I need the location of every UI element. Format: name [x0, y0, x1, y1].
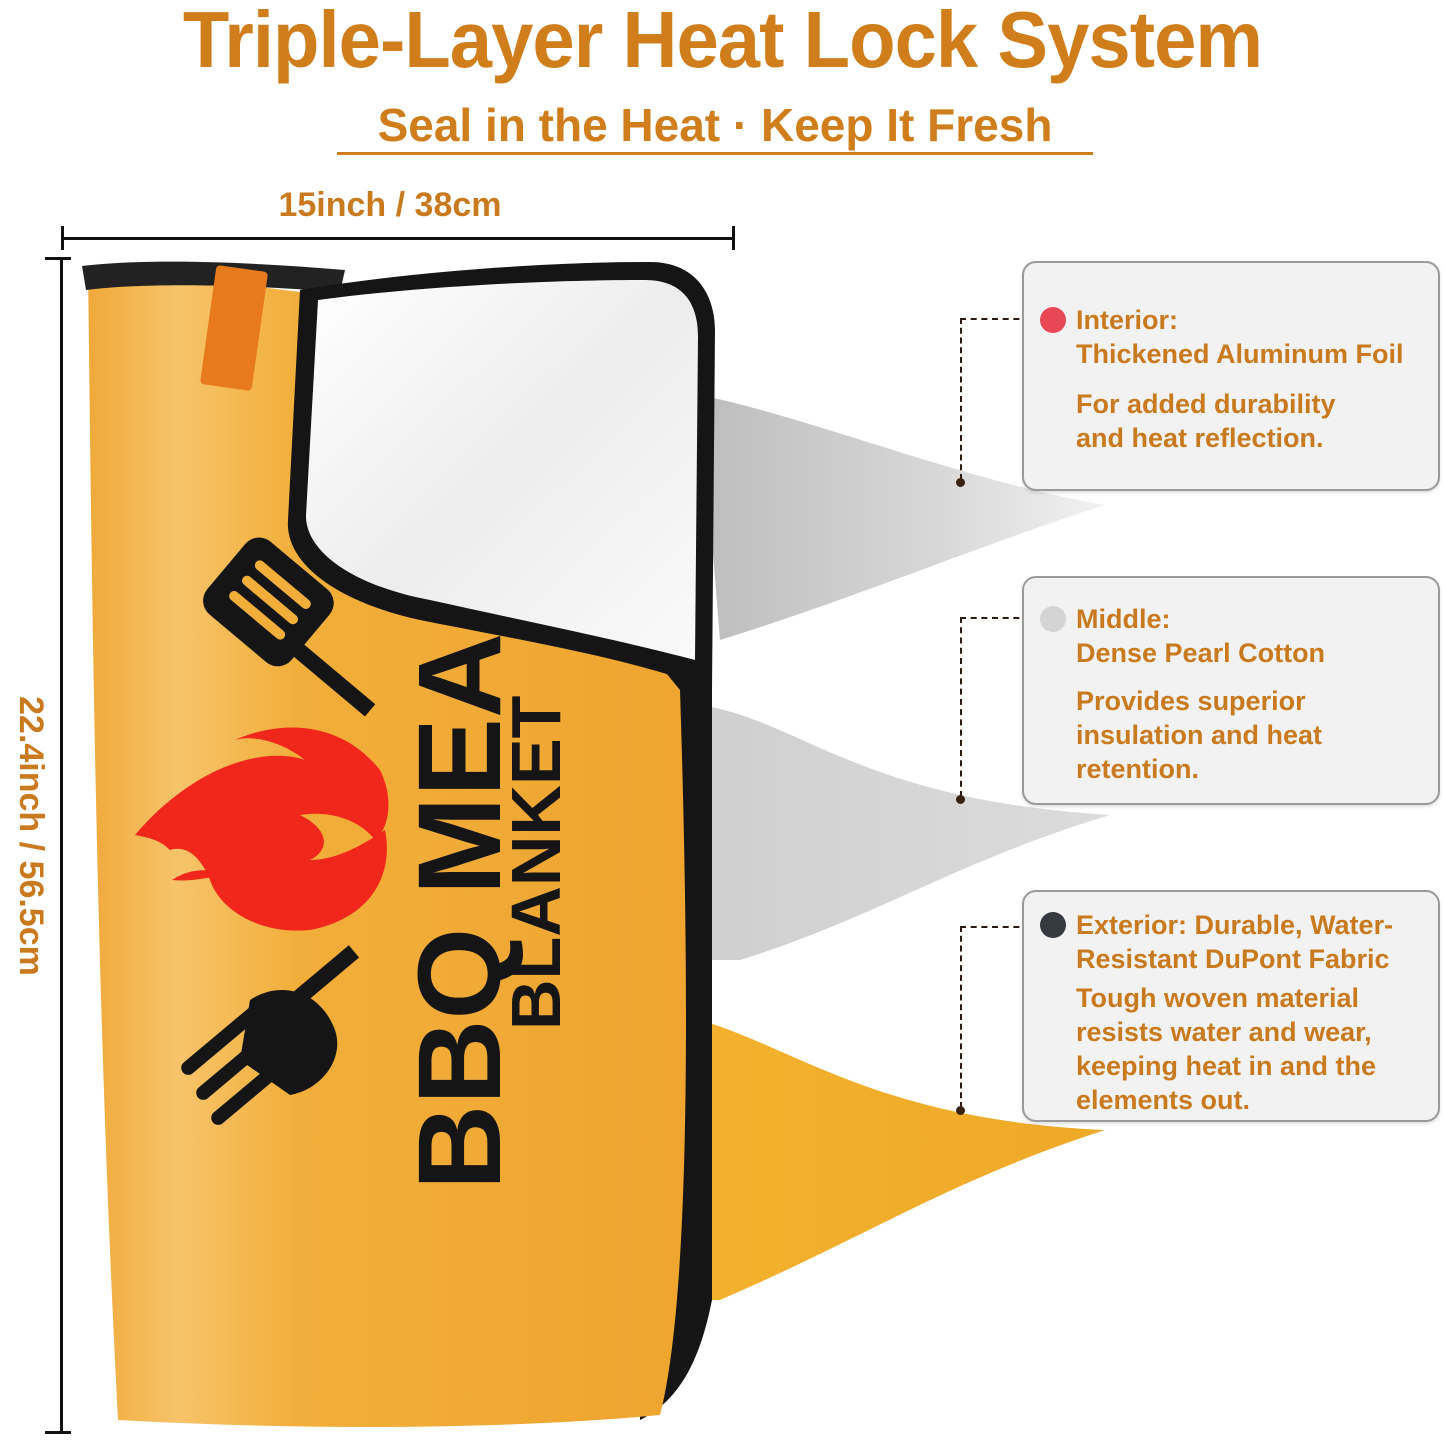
layer-card-middle: Middle: Dense Pearl Cotton Provides supe…	[1022, 576, 1440, 805]
interior-heading-line1: Interior:	[1076, 305, 1179, 335]
middle-body-line3: retention.	[1076, 754, 1200, 784]
interior-body-line1: For added durability	[1076, 389, 1336, 419]
connector-middle-v	[960, 617, 962, 797]
exterior-body-line4: elements out.	[1076, 1085, 1251, 1115]
width-dimension-line	[62, 237, 734, 240]
middle-body-line2: insulation and heat	[1076, 720, 1323, 750]
page-title: Triple-Layer Heat Lock System	[182, 0, 1263, 84]
layer-card-exterior: Exterior: Durable, Water- Resistant DuPo…	[1022, 890, 1440, 1122]
connector-interior-v	[960, 318, 962, 480]
layer-swatch-foil	[700, 395, 1105, 640]
connector-middle-h	[960, 617, 1030, 619]
width-dimension-tick-right	[732, 226, 735, 250]
middle-color-dot	[1040, 606, 1066, 632]
page-subtitle: Seal in the Heat · Keep It Fresh	[337, 98, 1093, 155]
middle-body-line1: Provides superior	[1076, 686, 1306, 716]
interior-heading-line2: Thickened Aluminum Foil	[1076, 339, 1404, 369]
middle-heading-line1: Middle:	[1076, 604, 1171, 634]
middle-heading-line2: Dense Pearl Cotton	[1076, 638, 1326, 668]
fork-icon	[181, 945, 360, 1125]
exterior-body-line2: resists water and wear,	[1076, 1017, 1372, 1047]
logo-text: BBQ MEA BLANKET	[394, 633, 575, 1190]
connector-exterior-h	[960, 926, 1030, 928]
layer-swatch-cotton	[700, 705, 1110, 960]
svg-text:BBQ MEA: BBQ MEA	[394, 633, 526, 1190]
interior-body-line2: and heat reflection.	[1076, 423, 1324, 453]
exterior-heading-line1: Exterior: Durable, Water-	[1076, 910, 1394, 940]
height-dimension-tick-bottom	[45, 1431, 71, 1434]
connector-exterior-end	[956, 1106, 965, 1115]
width-dimension-label: 15inch / 38cm	[278, 186, 502, 224]
connector-interior-end	[956, 478, 965, 487]
connector-exterior-v	[960, 926, 962, 1108]
height-dimension-line	[60, 258, 63, 1433]
exterior-body-line1: Tough woven material	[1076, 983, 1360, 1013]
layer-swatch-exterior	[700, 1020, 1105, 1300]
exterior-body-line3: keeping heat in and the	[1076, 1051, 1377, 1081]
flame-icon	[135, 727, 389, 931]
layer-card-interior: Interior: Thickened Aluminum Foil For ad…	[1022, 261, 1440, 491]
connector-middle-end	[956, 795, 965, 804]
svg-text:BLANKET: BLANKET	[497, 696, 575, 1030]
height-dimension-tick-top	[45, 257, 71, 260]
exterior-color-dot	[1040, 912, 1066, 938]
exterior-heading-line2: Resistant DuPont Fabric	[1076, 944, 1390, 974]
width-dimension-tick-left	[61, 226, 64, 250]
connector-interior-h	[960, 318, 1030, 320]
interior-color-dot	[1040, 307, 1066, 333]
